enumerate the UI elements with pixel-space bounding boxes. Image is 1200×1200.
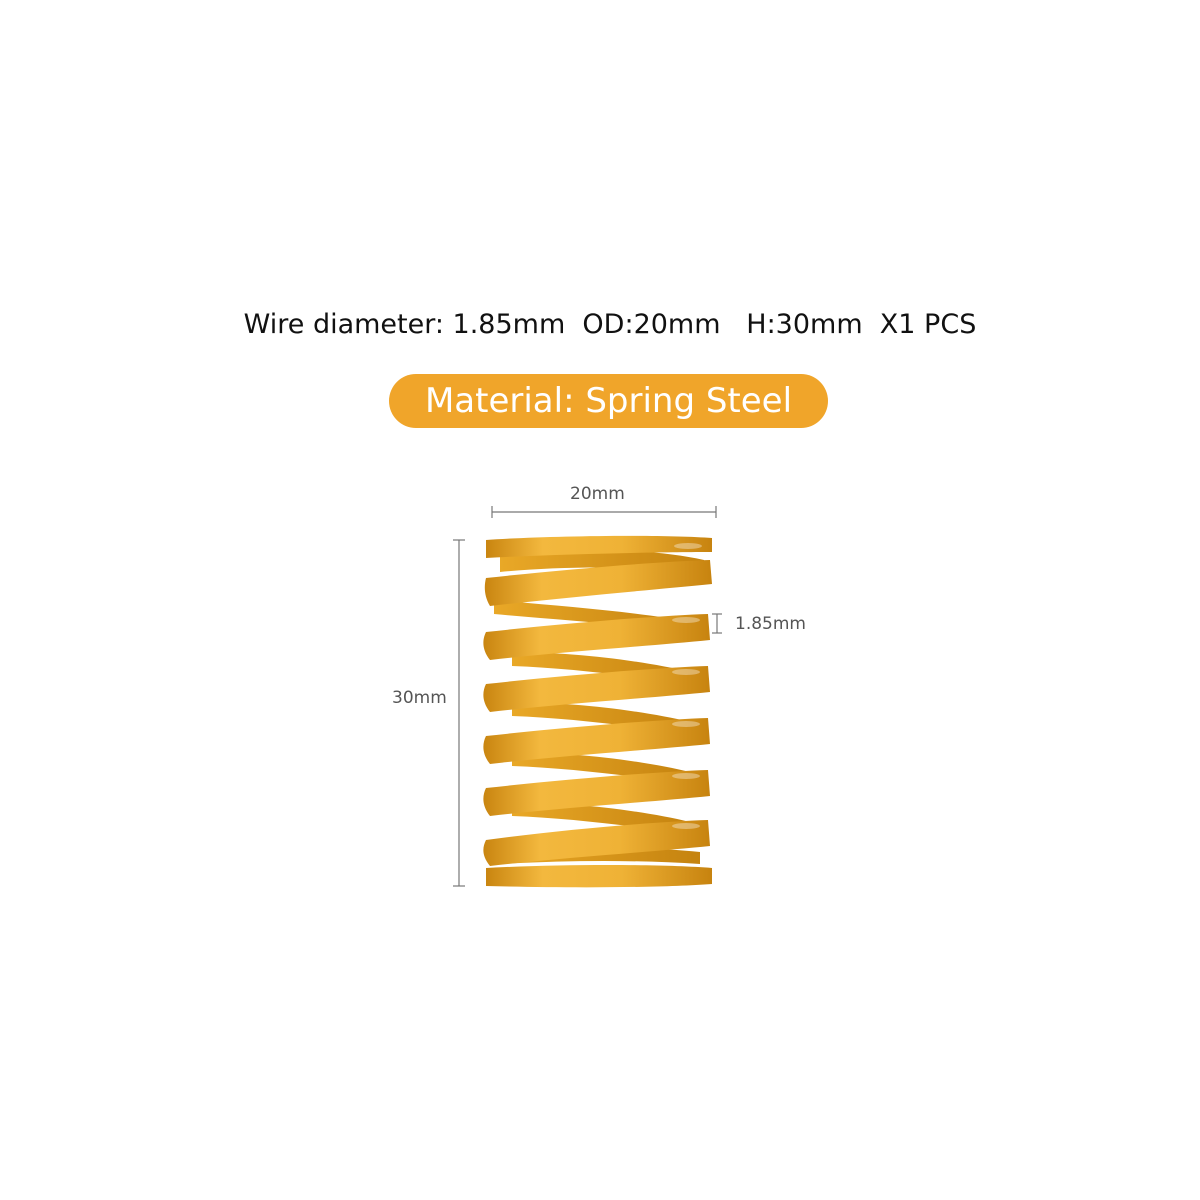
spec-line: Wire diameter: 1.85mm OD:20mm H:30mm X1 … [243,309,977,340]
wire-diameter-label: 1.85mm [735,614,806,634]
spring-image [483,535,712,888]
material-label: Material: Spring Steel [424,381,793,421]
width-dimension-line [491,506,717,518]
material-badge: Material: Spring Steel [389,374,828,428]
height-label: 30mm [392,688,447,708]
spring-front-coil [484,560,712,606]
spring-bottom-coil [486,865,712,888]
spring-front-coil [483,770,710,816]
spring-front-coil [483,614,710,660]
spring-front-coil [483,718,710,764]
height-dimension-line [453,539,465,887]
spring-front-coil [483,666,710,712]
spring-front-coil [483,820,710,866]
outer-diameter-label: 20mm [570,484,625,504]
spring-top-coil [486,535,712,558]
wire-dimension-line [712,613,722,634]
